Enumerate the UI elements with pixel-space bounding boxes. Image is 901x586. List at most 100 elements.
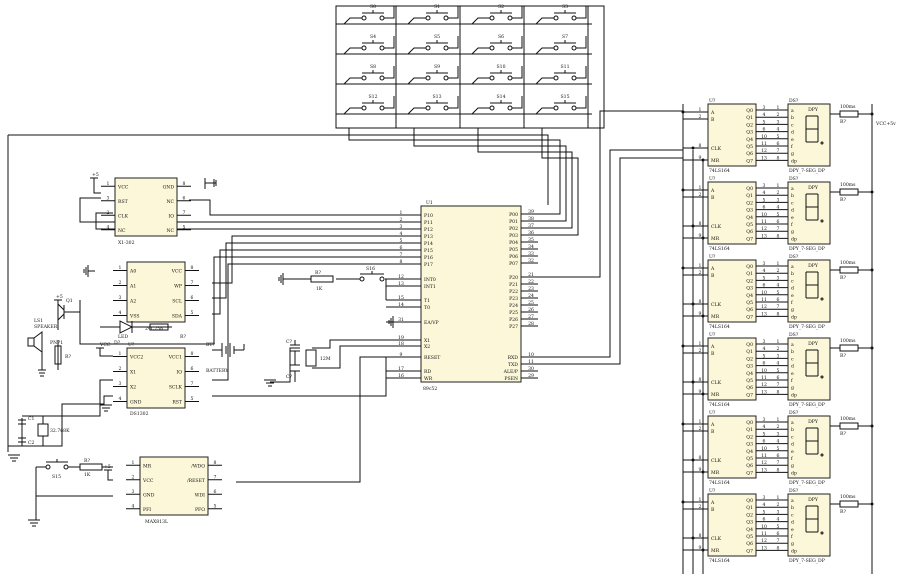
seven-segment-pin-name: a	[791, 265, 794, 270]
seven-segment-pin-name: c	[791, 513, 794, 518]
display-pin-number: 8	[777, 233, 780, 239]
display-pin-number: 4	[777, 205, 780, 211]
mcu-pin-name: P12	[424, 227, 433, 233]
keypad-col-link	[448, 36, 459, 49]
seven-segment-pin-name: e	[791, 294, 794, 299]
shift-register-pin-name: Q5	[746, 144, 753, 150]
keypad-link	[471, 17, 490, 25]
seven-segment-pin-name: d	[791, 130, 794, 136]
keypad-key-label: S4	[370, 34, 376, 40]
display-resistor-value: 100ms	[840, 494, 856, 500]
mcu-pin-name: P11	[424, 220, 433, 226]
seven-segment-label: DPY	[808, 107, 819, 113]
mcu-pin-number: 37	[528, 223, 534, 229]
seven-segment-label: DPY	[808, 497, 819, 503]
seven-segment-glyph	[805, 349, 819, 377]
ds1302-top-pin-name: IO	[168, 213, 174, 219]
shift-register-pin-number: 11	[761, 219, 767, 225]
seven-segment-body	[787, 103, 831, 167]
keypad-key-label: S14	[497, 94, 506, 100]
keypad-contact	[489, 15, 495, 21]
display-pin-number: 7	[777, 538, 780, 544]
eeprom-pin-name: WP	[174, 284, 182, 290]
keypad-contact	[379, 105, 385, 111]
shift-register-pin-number: 12	[761, 538, 767, 544]
shift-register-pin-number: 6	[763, 361, 766, 367]
seven-segment-pin-name: dp	[791, 158, 797, 164]
keypad-key-label: S6	[498, 34, 504, 40]
shift-register-pin-number: 1	[699, 419, 702, 425]
keypad-link	[343, 107, 362, 115]
shift-register-pin-number: 4	[763, 112, 766, 118]
seven-segment-glyph	[805, 271, 819, 299]
junction-dot	[691, 146, 695, 150]
mcu-pin-name: P13	[424, 234, 433, 240]
shift-register-pin-name: CLK	[711, 380, 722, 386]
shift-register-ref: 74LS164	[709, 480, 730, 486]
keypad-contact	[425, 15, 431, 21]
keypad-contact	[553, 75, 559, 81]
seven-segment-pin-name: g	[791, 542, 794, 547]
decimal-point	[820, 531, 824, 535]
keypad-link	[407, 47, 426, 55]
display-pin-number: 1	[777, 339, 780, 345]
shift-register-pin-name: Q0	[746, 342, 753, 348]
shift-register-pin-number: 8	[699, 533, 702, 539]
display-pin-number: 7	[777, 226, 780, 232]
seven-segment-glyph	[805, 505, 819, 533]
shift-register-pin-name: CLK	[711, 536, 722, 542]
display-pin-number: 6	[777, 219, 780, 225]
shift-register-pin-number: 8	[699, 377, 702, 383]
display-pin-number: 8	[777, 545, 780, 551]
mcu-pin-name: P04	[509, 240, 518, 246]
shift-register-pin-number: 6	[763, 127, 766, 133]
keypad-actuator	[362, 40, 384, 44]
resistor-label: R?	[315, 270, 321, 276]
shift-register-body	[707, 493, 757, 557]
ds1302-top-pin-number: 1	[107, 181, 110, 187]
seven-segment-pin-name: b	[791, 349, 794, 355]
mcu-pin-number: 10	[528, 352, 534, 358]
shift-register-pin-number: 5	[763, 119, 766, 125]
display-pin-number: 2	[777, 502, 780, 508]
seven-segment-body	[787, 259, 831, 323]
shift-register-pin-name: Q3	[746, 364, 753, 370]
mcu-pin-name: TXD	[508, 362, 518, 368]
shift-register-pin-number: 5	[763, 275, 766, 281]
seven-segment-pin-name: d	[791, 442, 794, 448]
display-pin-number: 6	[777, 141, 780, 147]
shift-register-pin-number: 2	[699, 504, 702, 510]
display-resistor	[839, 344, 859, 352]
capacitor-label: C2	[28, 440, 35, 446]
mcu-pin-name: INT0	[424, 277, 436, 283]
shift-register-pin-number: 8	[699, 299, 702, 305]
seven-segment-pin-name: dp	[791, 470, 797, 476]
shift-register-pin-name: Q2	[746, 512, 753, 518]
max813-pin-name: MR	[143, 463, 152, 469]
seven-segment-pin-name: g	[791, 152, 794, 157]
mcu-pin-name: P00	[509, 212, 518, 218]
shift-register-pin-name: Q7	[746, 548, 753, 554]
keypad-contact	[425, 45, 431, 51]
shift-register-pin-name: Q5	[746, 378, 753, 384]
shift-register-pin-number: 4	[763, 268, 766, 274]
mcu-pin-name: P01	[509, 219, 518, 225]
keypad-key-label: S10	[497, 64, 506, 70]
shift-register-pin-name: Q2	[746, 356, 753, 362]
keypad-contact	[379, 15, 385, 21]
max813-pin-number: 5	[214, 503, 217, 509]
junction-dot	[701, 470, 705, 474]
mcu-crystal-caps	[290, 340, 317, 382]
display-pin-number: 3	[777, 197, 780, 203]
keypad-link	[535, 47, 554, 55]
seven-segment-pin-name: d	[791, 364, 794, 370]
led-ref: D?	[114, 340, 121, 346]
keypad-link	[535, 17, 554, 25]
seven-segment-designator: DS?	[789, 410, 799, 416]
led-symbol	[100, 320, 172, 334]
display-pin-number: 6	[777, 297, 780, 303]
max813-ref: MAX813L	[145, 519, 168, 525]
mcu-pin-name: INT1	[424, 284, 436, 290]
shift-register-pin-number: 11	[761, 141, 767, 147]
